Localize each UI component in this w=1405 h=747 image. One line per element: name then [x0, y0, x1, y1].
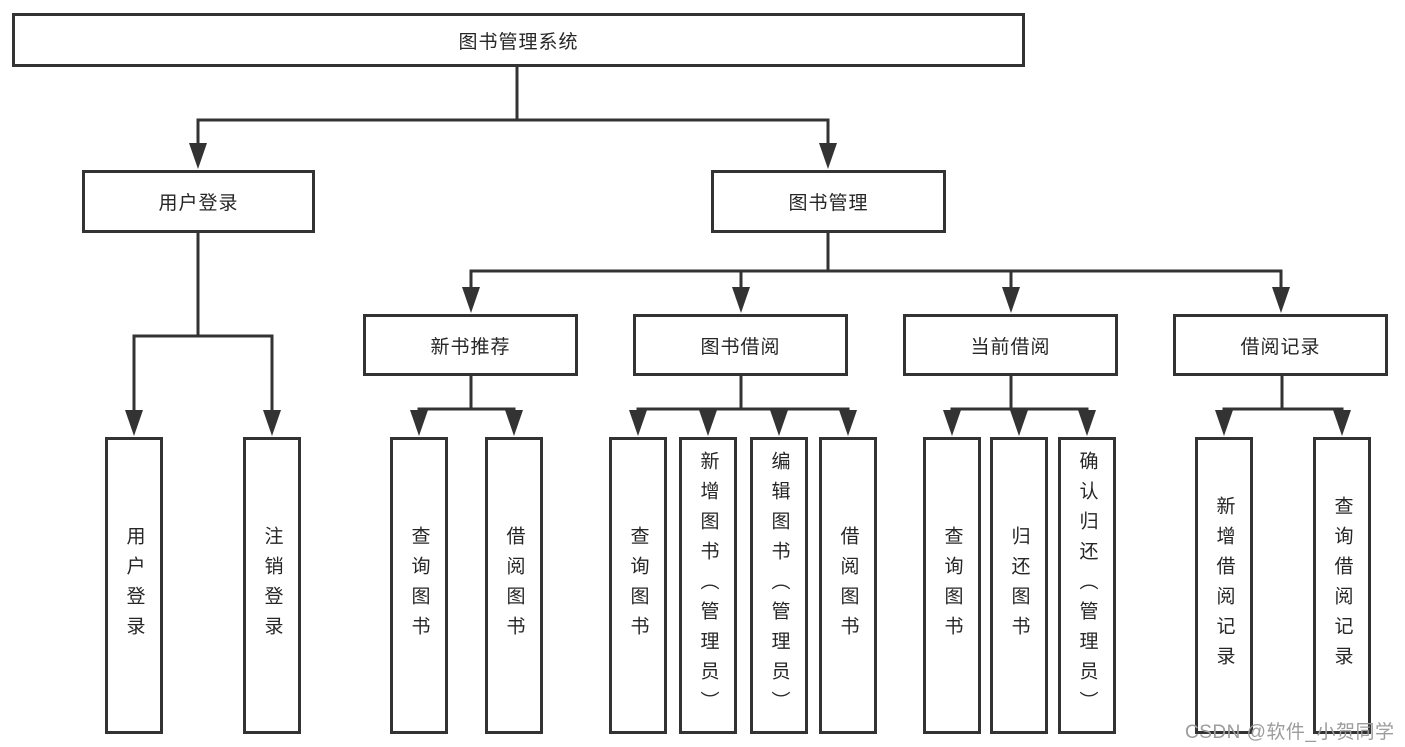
leaf-logout: 注销登录 [243, 437, 301, 734]
node-current-borrow: 当前借阅 [903, 314, 1118, 376]
leaf-edit-books-admin: 编辑图书（管理员） [750, 437, 808, 734]
node-root-library-system: 图书管理系统 [12, 13, 1025, 67]
leaf-recommend-borrow-books: 借阅图书 [485, 437, 543, 734]
leaf-add-borrow-record-label: 新增借阅记录 [1213, 495, 1235, 676]
leaf-recommend-query-books-label: 查询图书 [408, 525, 430, 646]
leaf-recommend-query-books: 查询图书 [390, 437, 448, 734]
leaf-edit-books-admin-label: 编辑图书（管理员） [768, 450, 790, 721]
leaf-current-query-books: 查询图书 [923, 437, 981, 734]
leaf-query-borrow-record-label: 查询借阅记录 [1331, 495, 1353, 676]
leaf-borrow-query-books: 查询图书 [609, 437, 667, 734]
leaf-return-books-label: 归还图书 [1008, 525, 1030, 646]
csdn-watermark: CSDN @软件_小贺同学 [1185, 722, 1395, 743]
leaf-return-books: 归还图书 [990, 437, 1048, 734]
leaf-borrow-books-label: 借阅图书 [837, 525, 859, 646]
leaf-current-query-books-label: 查询图书 [941, 525, 963, 646]
leaf-logout-label: 注销登录 [261, 525, 283, 646]
leaf-user-login-label: 用户登录 [123, 525, 145, 646]
leaf-recommend-borrow-books-label: 借阅图书 [503, 525, 525, 646]
leaf-confirm-return-admin-label: 确认归还（管理员） [1076, 450, 1098, 721]
leaf-add-books-admin: 新增图书（管理员） [679, 437, 737, 734]
node-new-book-recommend: 新书推荐 [363, 314, 578, 376]
leaf-confirm-return-admin: 确认归还（管理员） [1058, 437, 1116, 734]
leaf-query-borrow-record: 查询借阅记录 [1313, 437, 1371, 734]
node-user-login: 用户登录 [82, 170, 315, 233]
leaf-add-books-admin-label: 新增图书（管理员） [697, 450, 719, 721]
node-book-management: 图书管理 [711, 170, 946, 233]
node-book-borrow: 图书借阅 [633, 314, 848, 376]
leaf-user-login: 用户登录 [105, 437, 163, 734]
node-borrow-records: 借阅记录 [1173, 314, 1388, 376]
leaf-borrow-query-books-label: 查询图书 [627, 525, 649, 646]
leaf-borrow-books: 借阅图书 [819, 437, 877, 734]
leaf-add-borrow-record: 新增借阅记录 [1195, 437, 1253, 734]
